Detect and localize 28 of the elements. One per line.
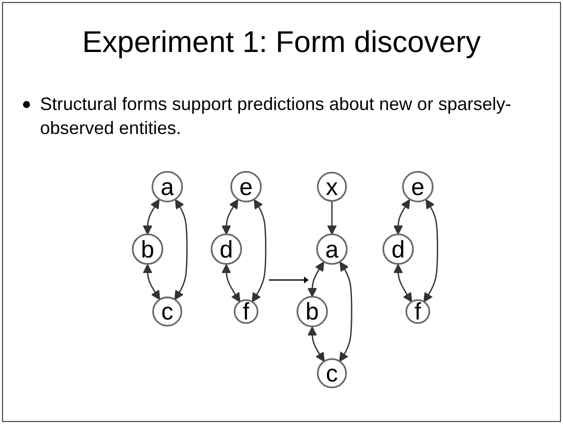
node-circle: d — [382, 233, 414, 265]
arrow — [142, 264, 160, 300]
node-circle: a — [151, 171, 183, 202]
arrow — [423, 199, 438, 302]
node-circle: c — [152, 296, 182, 327]
node-circle: e — [402, 171, 434, 202]
arrow — [221, 264, 240, 302]
node-circle: b — [132, 233, 164, 265]
node-circle: x — [316, 172, 347, 202]
node-circle: e — [230, 171, 262, 202]
bullet-text: Structural forms support predictions about new or sparsely-observed entities. — [40, 94, 512, 138]
node-circle: f — [405, 299, 430, 324]
arrow — [307, 262, 324, 298]
node-circle: c — [316, 358, 347, 388]
arrow — [327, 200, 337, 235]
node-circle: a — [316, 233, 348, 265]
arrow — [339, 262, 352, 362]
arrow — [142, 199, 160, 235]
arrow — [221, 199, 238, 235]
node-circle: b — [296, 296, 328, 328]
arrow — [307, 326, 325, 362]
arrow — [393, 264, 412, 302]
arrow — [174, 199, 188, 300]
node-circle: f — [234, 299, 258, 324]
arrow — [252, 199, 266, 302]
arrow — [393, 199, 410, 235]
node-circle: d — [210, 233, 242, 265]
slide-title: Experiment 1: Form discovery — [81, 26, 482, 60]
